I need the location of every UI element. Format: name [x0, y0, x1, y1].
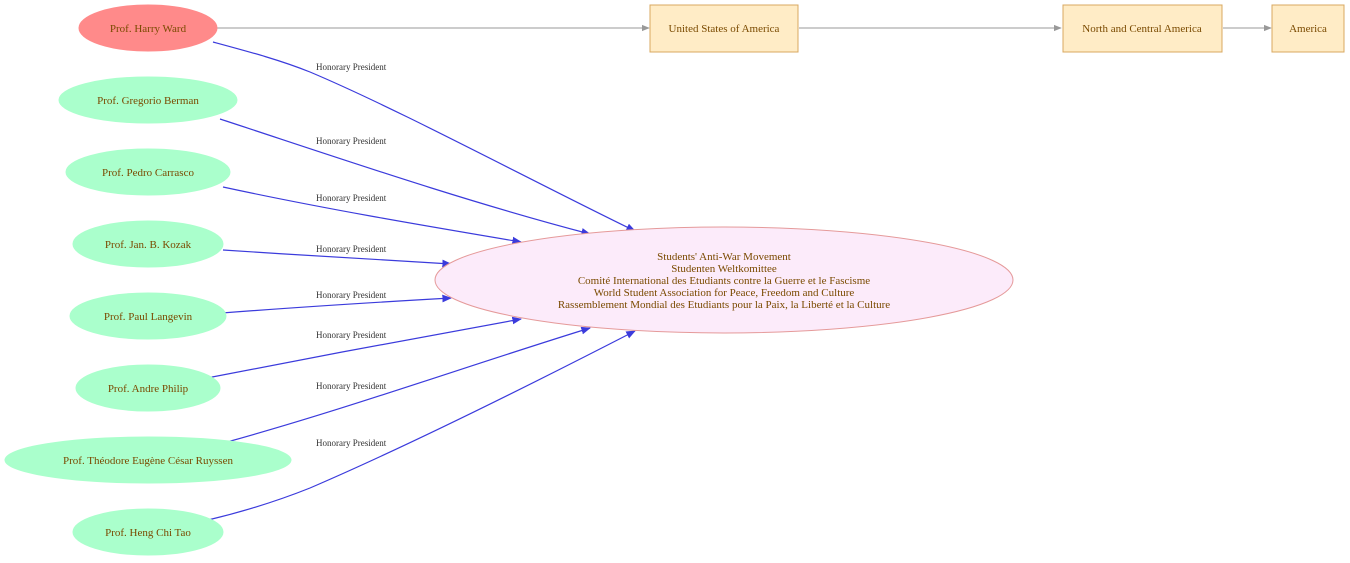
edge-andre-philip-to-org	[206, 316, 522, 379]
node-label-andre-philip: Prof. Andre Philip	[108, 383, 189, 395]
node-label-pedro-carrasco: Prof. Pedro Carrasco	[102, 167, 194, 179]
node-paul-langevin[interactable]: Prof. Paul Langevin	[69, 292, 227, 340]
node-jan-kozak[interactable]: Prof. Jan. B. Kozak	[72, 220, 224, 268]
edge-labels: Honorary President Honorary President Ho…	[316, 62, 387, 448]
edge-gregorio-berman-to-org	[219, 118, 591, 236]
node-usa[interactable]: United States of America	[649, 4, 799, 53]
edge-label-jan-kozak: Honorary President	[316, 244, 387, 254]
edge-heng-chi-tao-to-org	[207, 330, 636, 521]
edge-label-theodore-ruyssen: Honorary President	[316, 381, 387, 391]
node-gregorio-berman[interactable]: Prof. Gregorio Berman	[58, 76, 238, 124]
node-label-harry-ward: Prof. Harry Ward	[110, 23, 187, 35]
node-organization[interactable]: Students' Anti-War Movement Studenten We…	[434, 226, 1014, 334]
org-name-line-2: Studenten Weltkomittee	[671, 263, 777, 275]
node-label-jan-kozak: Prof. Jan. B. Kozak	[105, 239, 192, 251]
edge-label-gregorio-berman: Honorary President	[316, 136, 387, 146]
node-heng-chi-tao[interactable]: Prof. Heng Chi Tao	[72, 508, 224, 556]
edge-jan-kozak-to-org	[222, 249, 452, 268]
edge-pedro-carrasco-to-org	[222, 186, 522, 245]
node-theodore-ruyssen[interactable]: Prof. Théodore Eugène César Ruyssen	[4, 436, 292, 484]
person-nodes: Prof. Harry Ward Prof. Gregorio Berman P…	[4, 4, 292, 556]
edge-label-pedro-carrasco: Honorary President	[316, 193, 387, 203]
edge-label-paul-langevin: Honorary President	[316, 290, 387, 300]
node-label-america: America	[1289, 23, 1327, 35]
node-label-usa: United States of America	[669, 23, 780, 35]
org-name-line-3: Comité International des Etudiants contr…	[578, 275, 870, 287]
org-name-line-5: Rassemblement Mondial des Etudiants pour…	[558, 299, 890, 311]
edge-label-andre-philip: Honorary President	[316, 330, 387, 340]
edge-label-heng-chi-tao: Honorary President	[316, 438, 387, 448]
node-andre-philip[interactable]: Prof. Andre Philip	[75, 364, 221, 412]
edge-paul-langevin-to-org	[221, 294, 452, 314]
node-harry-ward[interactable]: Prof. Harry Ward	[78, 4, 218, 52]
edge-harry-ward-to-org	[212, 41, 636, 232]
node-label-north-central-america: North and Central America	[1082, 23, 1202, 35]
node-pedro-carrasco[interactable]: Prof. Pedro Carrasco	[65, 148, 231, 196]
node-label-theodore-ruyssen: Prof. Théodore Eugène César Ruyssen	[63, 455, 233, 467]
node-north-central-america[interactable]: North and Central America	[1062, 4, 1223, 53]
place-nodes: United States of America North and Centr…	[649, 4, 1345, 53]
node-label-heng-chi-tao: Prof. Heng Chi Tao	[105, 527, 191, 539]
edge-theodore-ruyssen-to-org	[226, 326, 591, 443]
node-label-paul-langevin: Prof. Paul Langevin	[104, 311, 193, 323]
edge-label-harry-ward: Honorary President	[316, 62, 387, 72]
org-name-line-4: World Student Association for Peace, Fre…	[594, 287, 855, 299]
honorary-president-edges	[206, 41, 636, 521]
node-label-gregorio-berman: Prof. Gregorio Berman	[97, 95, 199, 107]
org-name-line-1: Students' Anti-War Movement	[657, 251, 791, 263]
node-america[interactable]: America	[1271, 4, 1345, 53]
